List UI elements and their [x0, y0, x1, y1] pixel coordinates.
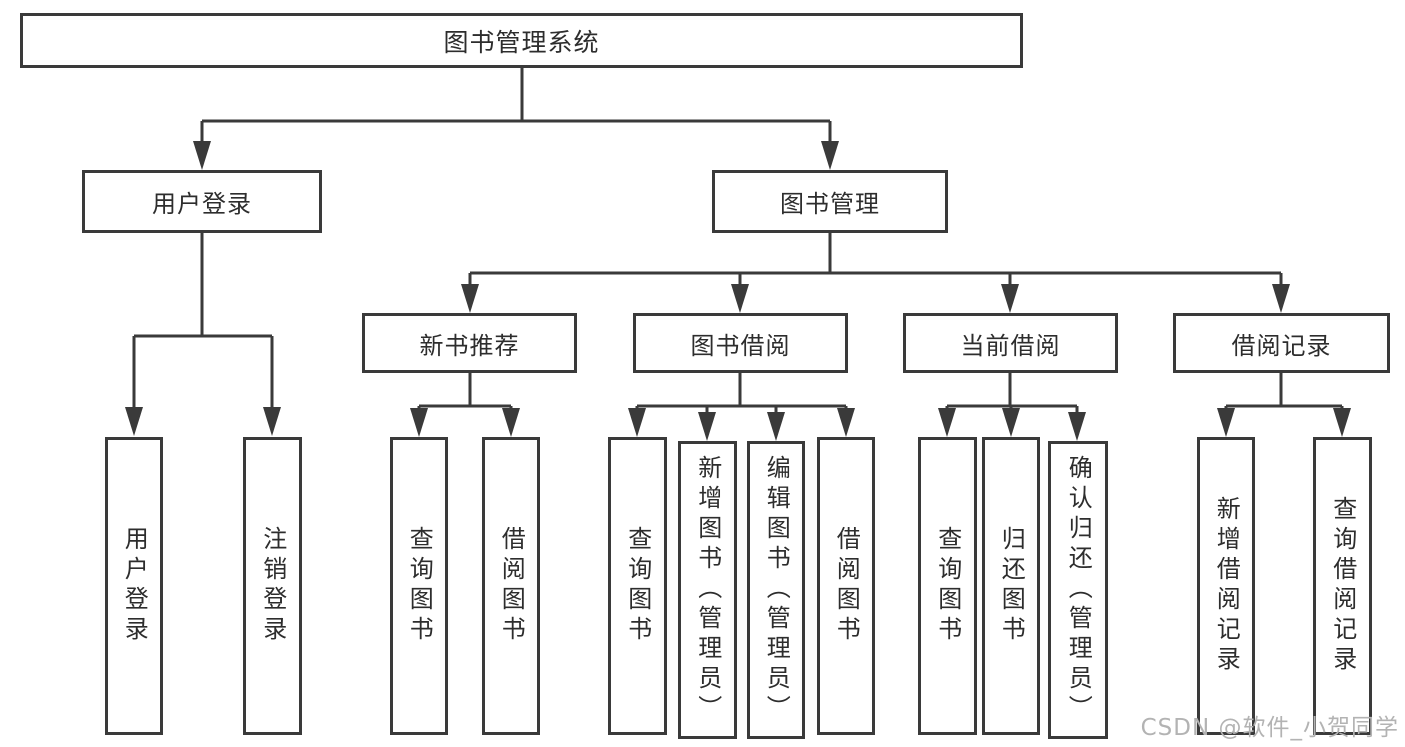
- leaf-add-borrow-record: 新增借阅记录: [1197, 437, 1255, 735]
- connector-borrowing-to-leaves: [635, 373, 848, 415]
- node-label: 归还图书: [997, 526, 1026, 646]
- node-new-book-recommendation: 新书推荐: [362, 313, 577, 373]
- leaf-logout: 注销登录: [243, 437, 302, 735]
- leaf-query-books-borrowing: 查询图书: [608, 437, 667, 735]
- node-label: 新增借阅记录: [1212, 496, 1241, 676]
- connector-root-to-level2: [200, 68, 832, 144]
- connector-book-management-to-level3: [468, 233, 1283, 287]
- node-label: 借阅图书: [832, 526, 861, 646]
- node-book-management: 图书管理: [712, 170, 948, 233]
- arrow-icon: [1272, 284, 1290, 313]
- arrow-icon: [1001, 284, 1019, 313]
- node-label: 查询图书: [405, 526, 434, 646]
- node-library-management-system: 图书管理系统: [20, 13, 1023, 68]
- arrow-icon: [938, 408, 956, 437]
- arrow-icon: [628, 408, 646, 437]
- arrow-icon: [1002, 408, 1020, 437]
- node-label: 当前借阅: [960, 331, 1061, 360]
- leaf-return-book: 归还图书: [982, 437, 1040, 735]
- arrow-icon: [731, 284, 749, 313]
- node-label: 确认归还（管理员）: [1064, 455, 1093, 725]
- node-user-login: 用户登录: [82, 170, 322, 233]
- leaf-edit-book-admin: 编辑图书（管理员）: [747, 441, 805, 739]
- node-label: 用户登录: [152, 190, 252, 218]
- connector-user-login-to-leaves: [132, 233, 274, 410]
- leaf-query-books-current: 查询图书: [918, 437, 977, 735]
- node-label: 新增图书（管理员）: [693, 455, 722, 725]
- node-label: 查询图书: [623, 526, 652, 646]
- arrow-icon: [1217, 408, 1235, 437]
- leaf-confirm-return-admin: 确认归还（管理员）: [1048, 441, 1108, 739]
- node-label: 查询借阅记录: [1328, 496, 1357, 676]
- leaf-query-books-recommend: 查询图书: [390, 437, 448, 735]
- node-label: 借阅记录: [1231, 331, 1332, 360]
- node-label: 注销登录: [258, 526, 287, 646]
- node-current-borrowing: 当前借阅: [903, 313, 1118, 373]
- arrow-icon: [767, 412, 785, 441]
- arrow-icon: [1333, 408, 1351, 437]
- node-label: 图书管理: [780, 190, 880, 218]
- leaf-user-login: 用户登录: [105, 437, 163, 735]
- arrow-icon: [125, 407, 143, 436]
- leaf-borrow-book-recommend: 借阅图书: [482, 437, 540, 735]
- leaf-borrow-book-borrowing: 借阅图书: [817, 437, 875, 735]
- arrow-icon: [193, 141, 211, 170]
- arrow-icon: [410, 408, 428, 437]
- arrow-icon: [1068, 412, 1086, 441]
- arrow-icon: [821, 141, 839, 170]
- leaf-add-book-admin: 新增图书（管理员）: [678, 441, 737, 739]
- connector-records-to-leaves: [1224, 373, 1344, 411]
- node-label: 借阅图书: [497, 526, 526, 646]
- node-label: 查询图书: [933, 526, 962, 646]
- arrow-icon: [698, 412, 716, 441]
- arrowheads: [125, 141, 1351, 441]
- node-label: 新书推荐: [419, 331, 520, 360]
- arrow-icon: [461, 284, 479, 313]
- node-label: 编辑图书（管理员）: [762, 455, 791, 725]
- node-label: 图书管理系统: [443, 27, 600, 57]
- node-label: 用户登录: [120, 526, 149, 646]
- node-borrowing-records: 借阅记录: [1173, 313, 1390, 373]
- node-label: 图书借阅: [690, 331, 791, 360]
- connector-recommend-to-leaves: [417, 373, 513, 411]
- watermark-csdn: CSDN @软件_小贺同学: [1140, 715, 1399, 741]
- leaf-query-borrow-record: 查询借阅记录: [1313, 437, 1372, 735]
- arrow-icon: [502, 408, 520, 437]
- arrow-icon: [263, 407, 281, 436]
- arrow-icon: [837, 408, 855, 437]
- node-book-borrowing: 图书借阅: [633, 313, 848, 373]
